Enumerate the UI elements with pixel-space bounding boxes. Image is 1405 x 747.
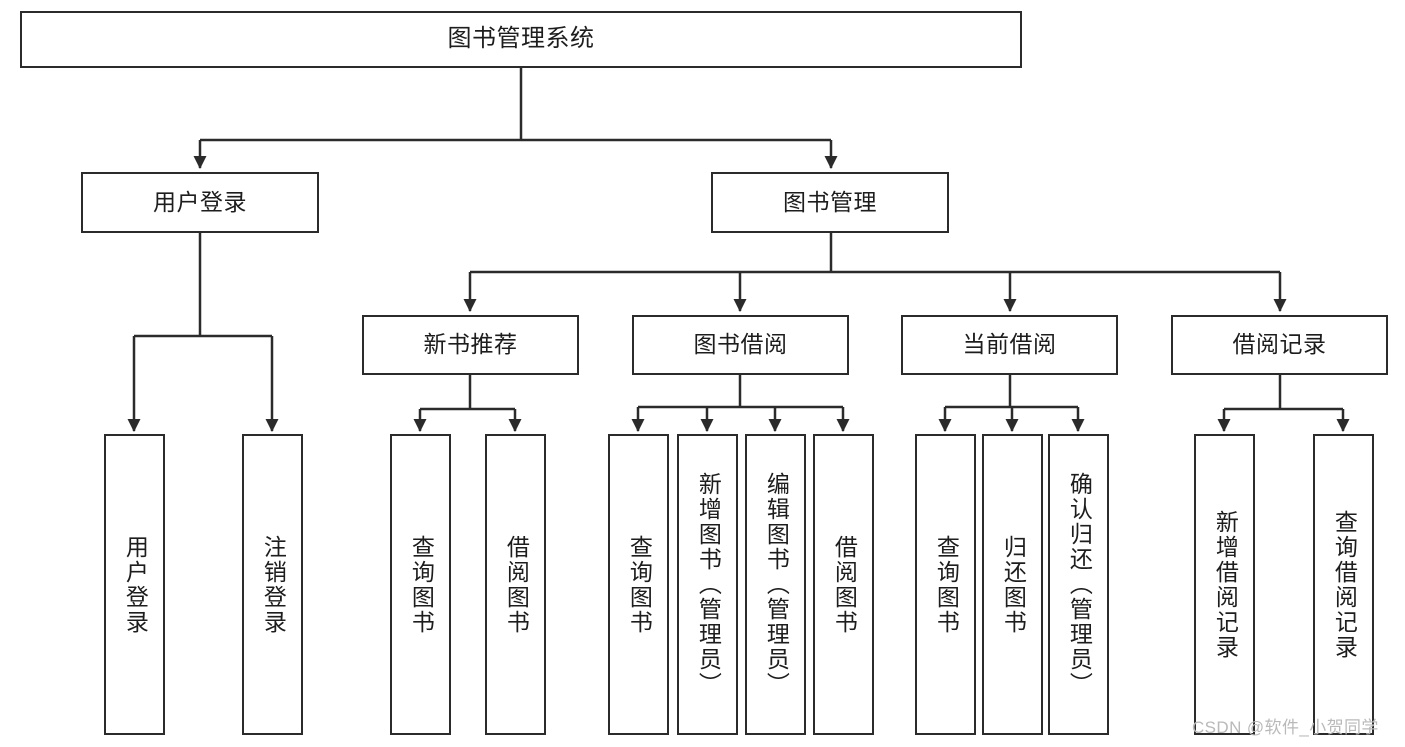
node-label: 归还图书 bbox=[1000, 534, 1027, 635]
node-label: 查询图书 bbox=[408, 534, 435, 635]
leaf-query-book-current[interactable]: 查询图书 bbox=[915, 434, 976, 735]
node-label: 图书管理 bbox=[783, 188, 877, 215]
node-label: 新书推荐 bbox=[423, 331, 518, 358]
leaf-add-borrow-record[interactable]: 新增借阅记录 bbox=[1194, 434, 1255, 735]
node-label: 图书管理系统 bbox=[447, 25, 595, 53]
leaf-edit-book-admin[interactable]: 编辑图书（管理员） bbox=[745, 434, 806, 735]
node-label: 查询借阅记录 bbox=[1331, 509, 1358, 660]
node-label: 借阅图书 bbox=[503, 534, 530, 635]
node-label: 当前借阅 bbox=[962, 331, 1057, 358]
leaf-borrow-book[interactable]: 借阅图书 bbox=[813, 434, 874, 735]
node-user-login[interactable]: 用户登录 bbox=[81, 172, 319, 233]
leaf-user-login[interactable]: 用户登录 bbox=[104, 434, 165, 735]
node-label: 编辑图书（管理员） bbox=[763, 472, 790, 697]
leaf-query-book-recommend[interactable]: 查询图书 bbox=[390, 434, 451, 735]
node-book-borrow[interactable]: 图书借阅 bbox=[632, 315, 849, 375]
csdn-watermark: CSDN @软件_小贺同学 bbox=[1192, 718, 1379, 737]
leaf-logout-login[interactable]: 注销登录 bbox=[242, 434, 303, 735]
node-label: 用户登录 bbox=[153, 188, 247, 215]
leaf-confirm-return-admin[interactable]: 确认归还（管理员） bbox=[1048, 434, 1109, 735]
node-label: 借阅记录 bbox=[1232, 331, 1327, 358]
leaf-return-book[interactable]: 归还图书 bbox=[982, 434, 1043, 735]
node-label: 用户登录 bbox=[122, 534, 149, 635]
node-label: 注销登录 bbox=[260, 534, 287, 635]
node-root-book-management-system[interactable]: 图书管理系统 bbox=[20, 11, 1022, 68]
node-label: 新增图书（管理员） bbox=[695, 472, 722, 697]
leaf-query-book-borrow[interactable]: 查询图书 bbox=[608, 434, 669, 735]
node-label: 查询图书 bbox=[626, 534, 653, 635]
leaf-borrow-book-recommend[interactable]: 借阅图书 bbox=[485, 434, 546, 735]
node-new-book-recommend[interactable]: 新书推荐 bbox=[362, 315, 579, 375]
leaf-add-book-admin[interactable]: 新增图书（管理员） bbox=[677, 434, 738, 735]
node-book-management[interactable]: 图书管理 bbox=[711, 172, 949, 233]
node-label: 确认归还（管理员） bbox=[1066, 472, 1093, 697]
node-label: 图书借阅 bbox=[693, 331, 788, 358]
node-borrow-record[interactable]: 借阅记录 bbox=[1171, 315, 1388, 375]
node-label: 查询图书 bbox=[933, 534, 960, 635]
leaf-query-borrow-record[interactable]: 查询借阅记录 bbox=[1313, 434, 1374, 735]
node-label: 新增借阅记录 bbox=[1212, 509, 1239, 660]
node-label: 借阅图书 bbox=[831, 534, 858, 635]
node-current-borrow[interactable]: 当前借阅 bbox=[901, 315, 1118, 375]
